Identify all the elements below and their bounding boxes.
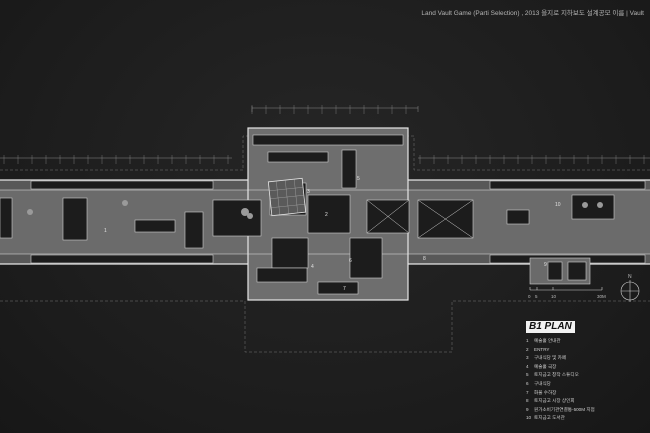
legend-label: 원가소비기관연결통-500M 지점 — [534, 406, 595, 412]
site-boundary — [0, 135, 650, 353]
room-label-1: 1 — [104, 228, 107, 234]
legend-number: 7 — [526, 389, 529, 395]
legend-label: ENTRY — [534, 346, 550, 352]
legend-list: 1 예술홀 안내관 2 ENTRY 3 구내식당 및 카페 4 예술홀 극장 5 토지금고 창작 … — [526, 337, 646, 423]
legend-label: 예술홀 극장 — [534, 363, 557, 369]
room-label-6: 6 — [349, 258, 352, 264]
legend-number: 6 — [526, 380, 529, 386]
scale-tick-0: 0 — [528, 294, 531, 299]
legend: B1 PLAN 1 예술홀 안내관 2 ENTRY 3 구내식당 및 카페 4 예술홀 극장 5… — [526, 316, 646, 423]
legend-label: 토지금고 시장 상인회 — [534, 398, 575, 404]
plan-title: B1 PLAN — [526, 321, 575, 333]
legend-number: 10 — [526, 415, 532, 421]
legend-number: 3 — [526, 355, 529, 361]
legend-item: 8 토지금고 시장 상인회 — [526, 397, 646, 406]
rooms — [0, 134, 646, 295]
planters — [27, 200, 603, 219]
atrium-skylight — [267, 177, 307, 217]
legend-item: 7 화물 수하장 — [526, 389, 646, 398]
legend-label: 토지금고 창작 스튜디오 — [534, 372, 579, 378]
room-label-4: 4 — [311, 264, 314, 270]
north-label: N — [628, 274, 632, 280]
legend-item: 3 구내식당 및 카페 — [526, 354, 646, 363]
void-cross-marks — [366, 199, 474, 239]
legend-number: 2 — [526, 346, 529, 352]
room-label-10: 10 — [555, 202, 561, 208]
room-label-3: 3 — [307, 189, 310, 195]
dimension-ticks — [3, 105, 645, 164]
legend-item: 6 구내식당 — [526, 380, 646, 389]
scale-tick-30: 30M — [597, 294, 606, 299]
legend-label: 토지금고 도서관 — [534, 415, 565, 421]
room-label-5: 5 — [357, 176, 360, 182]
legend-item: 5 토지금고 창작 스튜디오 — [526, 371, 646, 380]
legend-number: 5 — [526, 372, 529, 378]
legend-item: 2 ENTRY — [526, 346, 646, 355]
room-label-2: 2 — [325, 212, 328, 218]
scale-bar — [529, 287, 603, 291]
room-numbers: 1 2 3 4 5 6 7 8 9 10 — [104, 176, 561, 292]
legend-number: 4 — [526, 363, 529, 369]
legend-label: 화물 수하장 — [534, 389, 557, 395]
legend-label: 예술홀 안내관 — [534, 338, 561, 343]
legend-number: 1 — [526, 338, 529, 343]
legend-item: 1 예술홀 안내관 — [526, 337, 646, 346]
scale-tick-5: 5 — [535, 294, 538, 299]
legend-label: 구내식당 및 카페 — [534, 355, 567, 361]
corridor-walls — [0, 179, 650, 265]
legend-number: 9 — [526, 406, 529, 412]
legend-label: 구내식당 — [534, 380, 551, 386]
header-note: Land Vault Game (Parti Selection) , 2013… — [421, 10, 644, 17]
north-arrow-icon — [620, 280, 640, 302]
scale-ticks: 0 5 10 30M — [528, 294, 606, 299]
room-label-9: 9 — [544, 262, 547, 268]
legend-item: 4 예술홀 극장 — [526, 363, 646, 372]
legend-number: 8 — [526, 398, 529, 404]
room-label-7: 7 — [343, 286, 346, 292]
scale-tick-10: 10 — [551, 294, 557, 299]
room-label-8: 8 — [423, 256, 426, 262]
legend-item: 9 원가소비기관연결통-500M 지점 — [526, 406, 646, 415]
